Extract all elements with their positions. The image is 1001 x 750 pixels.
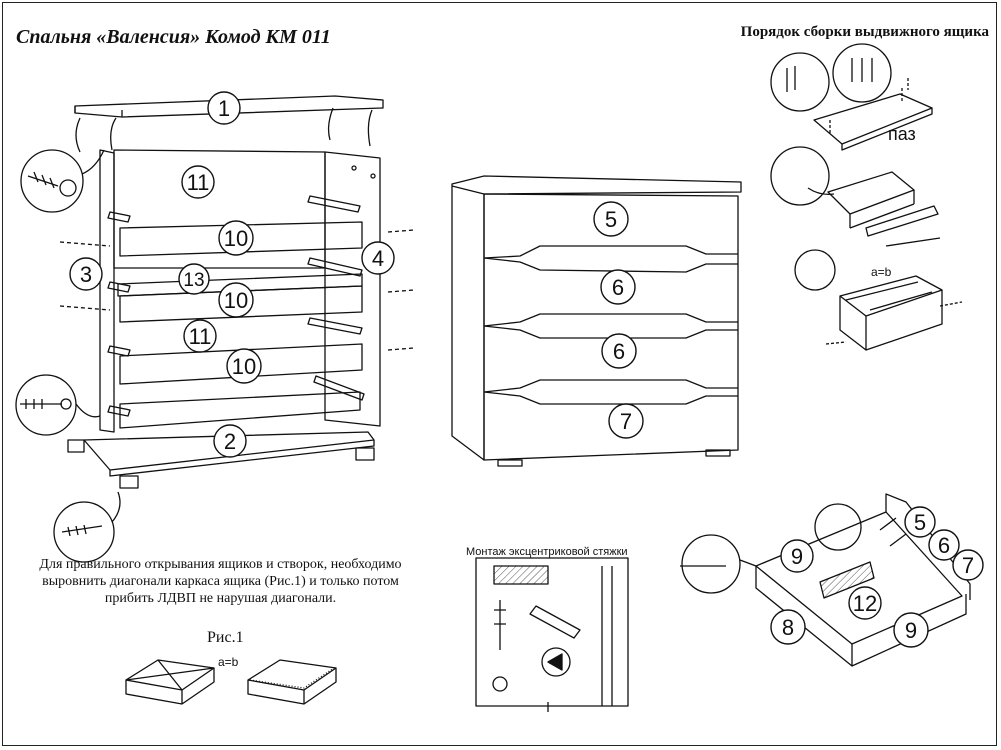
- drawer-part-9-bottom-label: 9: [905, 618, 917, 643]
- drawer-part-12-label: 12: [853, 591, 877, 616]
- page-title: Спальня «Валенсия» Комод КМ 011: [16, 26, 331, 48]
- part-13-label: 13: [183, 270, 204, 291]
- drawer-part-6-label: 6: [938, 533, 950, 558]
- part-10-lower-label: 10: [232, 354, 256, 379]
- front-part-6a-label: 6: [612, 275, 624, 300]
- front-part-5-label: 5: [605, 207, 617, 232]
- front-part-labels: 5 6 6 7: [593, 201, 644, 439]
- figure1-caption: Рис.1: [207, 629, 244, 646]
- drawer-box-drawing: [680, 493, 971, 667]
- diagonal-alignment-note: Для правильного открывания ящиков и ство…: [39, 557, 402, 606]
- drawer-assembly-title: Порядок сборки выдвижного ящика: [740, 24, 989, 40]
- front-part-6b-label: 6: [613, 339, 625, 364]
- part-2-label: 2: [224, 429, 236, 454]
- drawer-ab-label: a=b: [871, 265, 892, 279]
- drawer-step-diagrams: [770, 43, 963, 351]
- part-4-label: 4: [372, 246, 384, 271]
- part-11-upper-label: 11: [187, 170, 210, 195]
- exploded-carcass-drawing: [15, 95, 415, 563]
- groove-label: паз: [888, 124, 916, 144]
- drawer-part-7-label: 7: [962, 553, 974, 578]
- part-1-label: 1: [218, 96, 230, 121]
- drawer-part-9-top-label: 9: [791, 544, 803, 569]
- drawer-box-part-labels: 9 5 6 7 12 8 9: [770, 506, 984, 648]
- figure1-drawing: [125, 659, 337, 705]
- carcass-part-labels: 1 11 10 4 3 13 10 11 10 2: [69, 91, 395, 458]
- figure1-ab-label: a=b: [218, 655, 239, 669]
- drawer-part-5-label: 5: [914, 510, 926, 535]
- part-3-label: 3: [80, 262, 92, 287]
- cam-fitting-title: Монтаж эксцентриковой стяжки: [466, 546, 628, 558]
- part-10-upper-label: 10: [224, 226, 248, 251]
- part-11-lower-label: 11: [189, 324, 212, 349]
- cam-fitting-drawing: [475, 557, 629, 712]
- part-10-middle-label: 10: [224, 288, 248, 313]
- front-part-7-label: 7: [620, 409, 632, 434]
- drawer-part-8-label: 8: [782, 615, 794, 640]
